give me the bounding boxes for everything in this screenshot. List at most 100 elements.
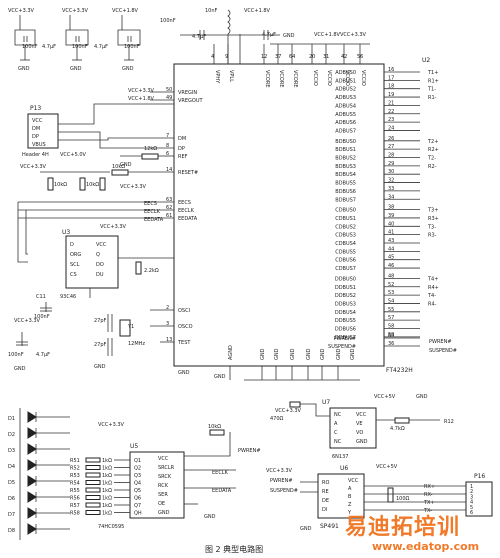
bus-label: T1+	[427, 70, 438, 76]
led-label: D6	[8, 496, 15, 502]
eeprom-pin: DU	[96, 272, 104, 278]
series-resistor	[85, 495, 101, 500]
vcc18-core: VCC+1.8V	[314, 32, 341, 38]
led-label: D4	[8, 464, 15, 470]
led-label: D8	[8, 528, 15, 534]
ft-pin-eeclk: EECLK	[178, 208, 195, 214]
resistor-value: 1kΩ	[102, 488, 112, 494]
ft-pin-num: 4	[211, 54, 214, 60]
bus-label: T1-	[427, 87, 436, 93]
ft-pin-num: 7	[166, 133, 169, 139]
bus-label: T4+	[427, 276, 438, 282]
led-label: D3	[8, 448, 15, 454]
ft-pin-num: 14	[166, 167, 172, 173]
vcc5-opto: VCC+5V	[374, 394, 396, 400]
hc595-pin: Q3	[134, 473, 141, 479]
ft-pin-num: 21	[388, 100, 394, 106]
ft-top-pin: VPLL	[228, 70, 234, 82]
ft-pin-num: 38	[388, 205, 394, 211]
vcc33-eeprom: VCC+3.3V	[100, 224, 127, 230]
resistor-ref: R52	[70, 466, 80, 472]
ft-bottom-pin: GND	[274, 348, 280, 360]
xtal-freq: 12MHz	[128, 341, 145, 347]
ft-top-pin: VCORE	[264, 70, 270, 87]
ft-pin-ddbus5: DDBUS5	[335, 318, 356, 324]
ft-pin-bdbus1: BDBUS1	[335, 147, 356, 153]
cap-ee-val: 100nF	[34, 314, 50, 320]
usb-pin: VBUS	[32, 142, 46, 148]
bus-label: R1+	[428, 78, 439, 84]
resistor-value: 1kΩ	[102, 481, 112, 487]
hc595-pin: GND	[158, 510, 170, 516]
ft-bottom-pin: GND	[350, 348, 356, 360]
ft-pin-cdbus0: CDBUS0	[335, 208, 356, 214]
sp491-out-label: TX-	[423, 508, 432, 514]
vcc33-label-1: VCC+3.3V	[8, 8, 35, 14]
c27-2: 27pF	[94, 342, 107, 348]
ft-pin-adbus1: ADBUS1	[335, 78, 356, 84]
cap-47uf-pll: 4.7μF	[192, 34, 206, 40]
cap-100nf-2: 100nF	[72, 44, 88, 50]
ft-bottom-pin: GND	[320, 348, 326, 360]
hc595-pin: Q1	[134, 458, 141, 464]
ft-pin-num: 23	[388, 117, 394, 123]
ft-pin-num: 45	[388, 255, 394, 261]
eeprom-bypass: 100nF C11	[34, 294, 52, 320]
ft-pin-ddbus1: DDBUS1	[335, 285, 356, 291]
hc595-pin: QH	[134, 511, 142, 517]
resistor-ref: R54	[70, 481, 80, 487]
series-resistor	[85, 510, 101, 515]
ft-pin-ddbus2: DDBUS2	[335, 293, 356, 299]
ft-pin-cdbus4: CDBUS4	[335, 241, 356, 247]
cap-47uf-1: 4.7μF	[42, 44, 56, 50]
ft-pin-num: 33	[388, 186, 394, 192]
ft-pin-osci: OSCI	[178, 308, 190, 314]
sp491-ref: U6	[340, 465, 348, 472]
resistor-ref: R51	[70, 458, 80, 464]
gnd-vreg: GND	[14, 366, 26, 372]
gnd-label-2: GND	[70, 66, 82, 72]
ft-pin-num: 55	[388, 307, 394, 313]
gnd-485: GND	[300, 526, 312, 532]
ft-pin-bdbus7: BDBUS7	[335, 197, 356, 203]
resistor-value: 1kΩ	[102, 503, 112, 509]
led-symbol	[27, 523, 37, 535]
vcc18-label-1: VCC+1.8V	[112, 8, 139, 14]
ft-pin-num: 61	[166, 213, 172, 219]
resistor-ref: R55	[70, 488, 80, 494]
ft-pin-num: 49	[166, 95, 172, 101]
ft-pin-adbus6: ADBUS6	[335, 120, 356, 126]
gnd-pll: GND	[283, 33, 295, 39]
usb-pin: DM	[32, 126, 40, 132]
bus-label: R4+	[428, 285, 439, 291]
vcc33-label-2: VCC+3.3V	[62, 8, 89, 14]
usb-pin: DP	[32, 134, 39, 140]
ft-pin-num: 48	[388, 273, 394, 279]
eeprom-pin: DO	[96, 262, 104, 268]
resistor-value: 1kΩ	[102, 466, 112, 472]
ft-pin-adbus3: ADBUS3	[335, 95, 356, 101]
ft-top-pin: VCCIO	[326, 70, 332, 86]
led-symbol	[27, 443, 37, 455]
ft-pin-num: 6	[166, 151, 169, 157]
ref-reset-network: 12kΩ GND VCC+3.3V 10kΩ VCC+3.3V 10kΩ 10k…	[20, 146, 174, 191]
gnd-bottom: GND	[214, 374, 226, 380]
usb-pin: VCC	[32, 118, 43, 124]
bus-label: T2-	[427, 156, 436, 162]
ft-pin-num: 22	[388, 109, 394, 115]
led-symbol	[27, 459, 37, 471]
ft-ref: U2	[422, 57, 430, 64]
gnd-ft: GND	[178, 370, 190, 376]
usb-ref: P13	[30, 105, 41, 112]
cap-100nf-1: 100nF	[22, 44, 38, 50]
ft-pin-num: 30	[388, 169, 394, 175]
series-resistor	[85, 480, 101, 485]
led-driver: VCC+3.3V U5 Q1Q2Q3Q4Q5Q6Q7QHVCCSRCLRSRCK…	[8, 408, 261, 540]
bus-label: R3+	[428, 216, 439, 222]
opto-part: 6N137	[332, 454, 348, 460]
ft-pin-num: 36	[388, 341, 394, 347]
